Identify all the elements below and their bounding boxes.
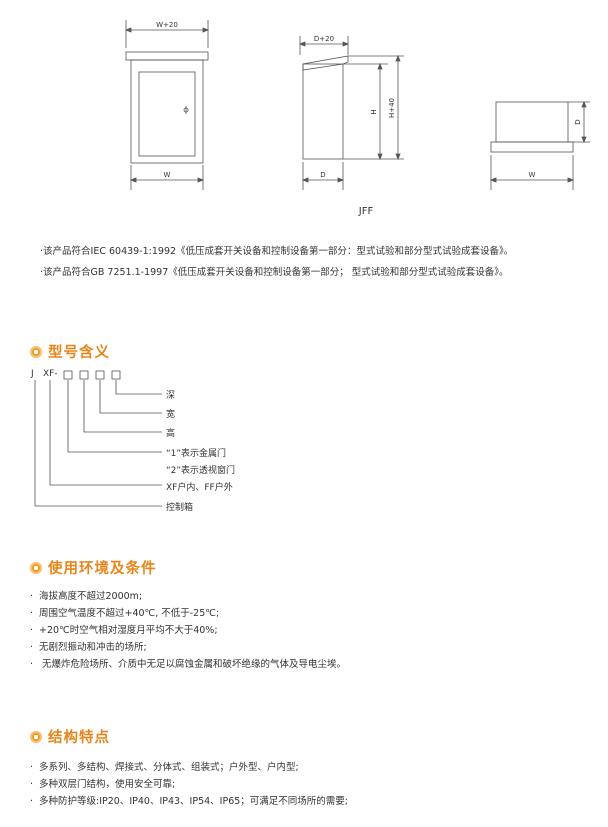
model-code-diagram (34, 370, 162, 507)
list-item: ·多系列、多结构、焊接式、分体式、组装式；户外型、户内型; (30, 762, 299, 773)
env-section-title: 使用环境及条件 (48, 561, 157, 577)
struct-section-heading: 结构特点 (30, 726, 110, 747)
struct-list: ·多系列、多结构、焊接式、分体式、组装式；户外型、户内型; ·多种双层门结构，使… (30, 759, 348, 810)
side-h-dim-label: H (370, 109, 378, 114)
top-bottom-dim-label: W (529, 171, 536, 179)
code-box-width (95, 370, 105, 380)
side-bottom-dim-label: D (320, 171, 325, 179)
top-d-dim-label: D (574, 119, 582, 124)
list-item: ·无剧烈振动和冲击的场所; (30, 642, 147, 653)
front-view (124, 20, 210, 190)
struct-section-title: 结构特点 (48, 730, 110, 746)
section-bullet-icon (30, 345, 42, 358)
list-item: ·海拔高度不超过2000m; (30, 591, 143, 602)
list-item: ·多种双层门结构，使用安全可靠; (30, 779, 176, 790)
model-code-prefix: J (31, 369, 34, 379)
list-item: · 无爆炸危险场所、介质中无足以腐蚀金属和破坏绝缘的气体及导电尘埃。 (30, 659, 347, 670)
env-list: ·海拔高度不超过2000m; ·周围空气温度不超过+40℃, 不低于-25℃; … (30, 588, 346, 673)
section-bullet-icon (30, 561, 42, 574)
cabinet-drawings: W+20 W D+20 H H+40 D D W JFF (124, 20, 590, 217)
section-bullet-icon (30, 730, 42, 743)
model-label-indoor-outdoor: XF户内、FF户外 (166, 483, 233, 493)
model-label-height: 高 (166, 429, 176, 439)
front-top-dim-label: W+20 (156, 21, 178, 29)
standard-line-2: ·该产品符合GB 7251.1-1997《低压成套开关设备和控制设备第一部分； … (40, 267, 509, 278)
model-label-metal-door: “1”表示金属门 (166, 449, 227, 459)
list-item: ·周围空气温度不超过+40℃, 不低于-25℃; (30, 608, 220, 619)
env-section-heading: 使用环境及条件 (30, 557, 157, 578)
model-label-width: 宽 (166, 410, 176, 420)
model-label-depth: 深 (166, 391, 176, 401)
front-bottom-dim-label: W (164, 171, 171, 179)
model-section-title: 型号含义 (48, 345, 110, 361)
model-label-window-door: “2”表示透视窗门 (166, 466, 236, 476)
top-view (489, 100, 590, 190)
code-box-height (79, 370, 89, 380)
side-top-dim-label: D+20 (314, 35, 334, 43)
model-section-heading: 型号含义 (30, 341, 110, 362)
code-box-depth (111, 370, 121, 380)
standard-line-1: ·该产品符合IEC 60439-1:1992《低压成套开关设备和控制设备第一部分… (40, 246, 514, 257)
code-box-door (63, 370, 73, 380)
side-h40-dim-label: H+40 (388, 98, 396, 118)
model-label-control-box: 控制箱 (166, 503, 194, 513)
side-view (298, 36, 404, 190)
model-code-mid: XF- (43, 369, 58, 379)
list-item: ·+20℃时空气相对湿度月平均不大于40%; (30, 625, 218, 636)
list-item: ·多种防护等级:IP20、IP40、IP43、IP54、IP65；可满足不同场所… (30, 796, 348, 807)
drawing-caption: JFF (358, 206, 374, 217)
